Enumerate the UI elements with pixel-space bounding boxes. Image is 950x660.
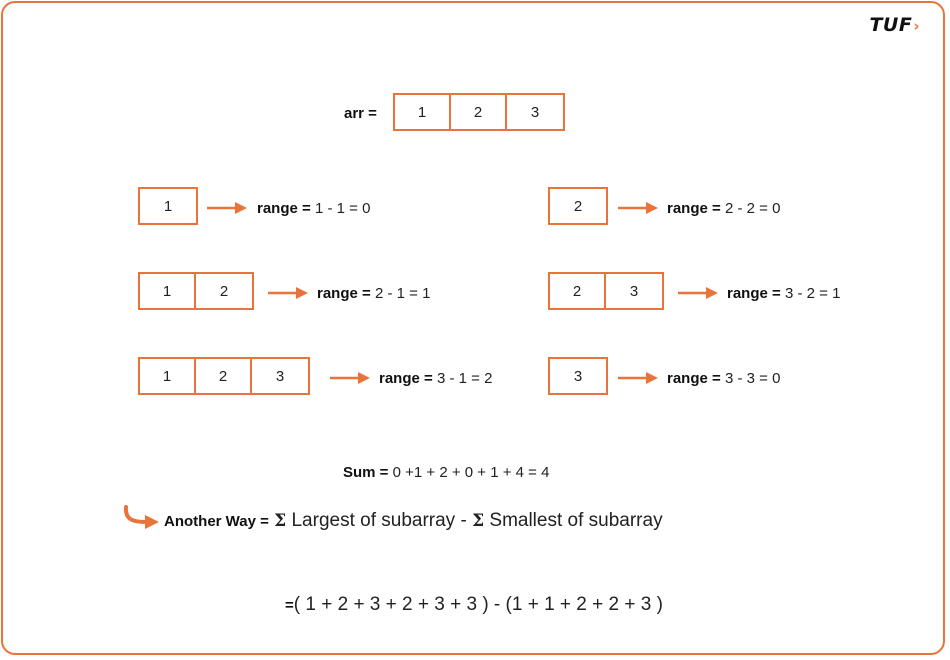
range-line-2: range = 2 - 2 = 0 xyxy=(667,200,780,217)
subarray-1: 1 xyxy=(138,187,198,225)
range-line-3: range = 2 - 1 = 1 xyxy=(317,285,430,302)
range-expr: 2 - 2 = 0 xyxy=(724,200,781,217)
subarray-2-3: 2 3 xyxy=(548,272,664,310)
range-expr: 1 - 1 = 0 xyxy=(314,200,371,217)
subarray-cell: 1 xyxy=(140,359,196,393)
range-expr: 2 - 1 = 1 xyxy=(374,285,431,302)
final-expression: =( 1 + 2 + 3 + 2 + 3 + 3 ) - (1 + 1 + 2 … xyxy=(285,594,663,616)
arrow-icon xyxy=(207,202,247,214)
subarray-2: 2 xyxy=(548,187,608,225)
subarray-1-2-3: 1 2 3 xyxy=(138,357,310,395)
another-way-smallest: Smallest of subarray xyxy=(489,510,663,531)
array-cells: 1 2 3 xyxy=(393,93,565,131)
array-cell: 3 xyxy=(530,103,540,121)
subarray-cell: 2 xyxy=(196,359,252,393)
subarray-3: 3 xyxy=(548,357,608,395)
range-expr: 3 - 1 = 2 xyxy=(436,370,493,387)
logo-text: TUF xyxy=(869,14,913,36)
another-way-largest: Largest of subarray - xyxy=(291,510,467,531)
subarray-cell: 2 xyxy=(550,274,606,308)
final-expr: ( 1 + 2 + 3 + 2 + 3 + 3 ) - (1 + 1 + 2 +… xyxy=(293,594,663,615)
arrow-icon xyxy=(678,287,718,299)
range-line-6: range = 3 - 3 = 0 xyxy=(667,370,780,387)
array-cell: 1 xyxy=(395,95,451,129)
range-line-5: range = 3 - 1 = 2 xyxy=(379,370,492,387)
subarray-cell: 1 xyxy=(140,274,196,308)
array-label-text: arr = xyxy=(344,105,377,122)
arrow-icon xyxy=(618,372,658,384)
array-label: arr = xyxy=(344,105,377,122)
range-line-1: range = 1 - 1 = 0 xyxy=(257,200,370,217)
subarray-cell: 3 xyxy=(573,367,583,385)
array-cell: 2 xyxy=(451,95,507,129)
subarray-cell: 3 xyxy=(629,282,639,300)
sum-expr: 0 +1 + 2 + 0 + 1 + 4 = 4 xyxy=(392,464,550,481)
arrow-icon xyxy=(268,287,308,299)
curved-arrow-icon xyxy=(123,505,159,529)
range-expr: 3 - 3 = 0 xyxy=(724,370,781,387)
subarray-cell: 1 xyxy=(163,197,173,215)
range-label: range = xyxy=(667,370,721,387)
final-equals: = xyxy=(285,597,294,614)
range-label: range = xyxy=(667,200,721,217)
subarray-1-2: 1 2 xyxy=(138,272,254,310)
sigma-symbol: Σ xyxy=(274,511,287,531)
subarray-cell: 2 xyxy=(573,197,583,215)
arrow-icon xyxy=(618,202,658,214)
range-label: range = xyxy=(317,285,371,302)
subarray-cell: 3 xyxy=(275,367,285,385)
tuf-logo: TUF› xyxy=(869,14,920,36)
subarray-cell: 2 xyxy=(219,282,229,300)
range-label: range = xyxy=(379,370,433,387)
another-way-line: Another Way = Σ Largest of subarray - Σ … xyxy=(164,510,663,532)
sigma-symbol: Σ xyxy=(472,511,485,531)
sum-line: Sum = 0 +1 + 2 + 0 + 1 + 4 = 4 xyxy=(343,464,549,481)
range-line-4: range = 3 - 2 = 1 xyxy=(727,285,840,302)
sum-label: Sum = xyxy=(343,464,389,481)
range-label: range = xyxy=(257,200,311,217)
logo-chevron-icon: › xyxy=(913,17,920,35)
range-expr: 3 - 2 = 1 xyxy=(784,285,841,302)
range-label: range = xyxy=(727,285,781,302)
another-way-label: Another Way = xyxy=(164,513,269,530)
arrow-icon xyxy=(330,372,370,384)
